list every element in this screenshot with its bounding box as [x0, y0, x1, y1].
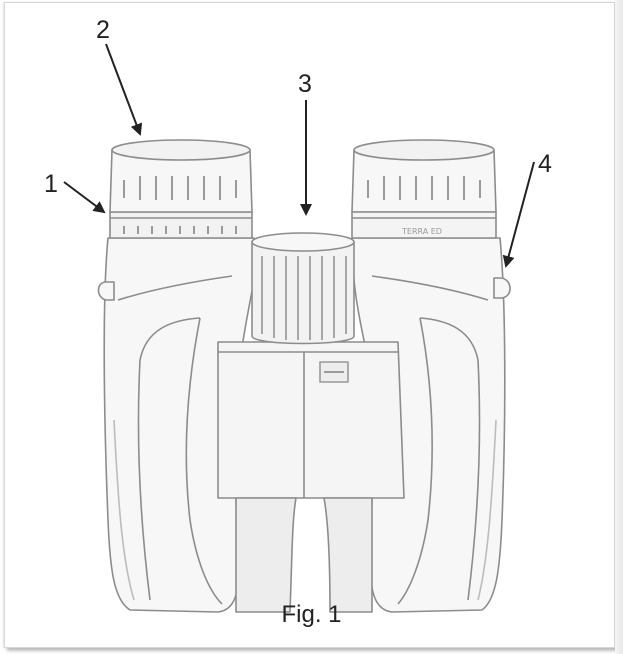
- callout-number-1: 1: [44, 170, 58, 198]
- callout-number-4: 4: [538, 150, 552, 178]
- bridge-gap: [235, 497, 297, 613]
- page-edge: [615, 0, 623, 654]
- focus-knob-ribs: [261, 256, 347, 340]
- right-strap-lug: [493, 277, 511, 299]
- diopter-ring: [109, 211, 253, 239]
- right-barrel: [351, 237, 506, 613]
- binoculars: [97, 139, 511, 613]
- right-eyecup-grip: [367, 176, 481, 200]
- left-strap-lug: [97, 281, 115, 301]
- brand-text: TERRA ED: [401, 227, 442, 236]
- callout-number-3: 3: [298, 70, 312, 98]
- left-eyecup-grip: [123, 176, 237, 200]
- callout-arrow-4: [502, 161, 535, 268]
- callout-number-2: 2: [96, 16, 110, 44]
- diopter-scale: [123, 226, 237, 234]
- center-bridge: [217, 341, 405, 499]
- callout-arrow-1: [63, 181, 106, 214]
- left-eyecup-top: [111, 139, 251, 161]
- callout-arrow-2: [105, 43, 143, 136]
- figure-caption: Fig. 1: [281, 601, 342, 628]
- right-eyecup-top: [353, 139, 495, 161]
- callout-arrows: [63, 43, 535, 268]
